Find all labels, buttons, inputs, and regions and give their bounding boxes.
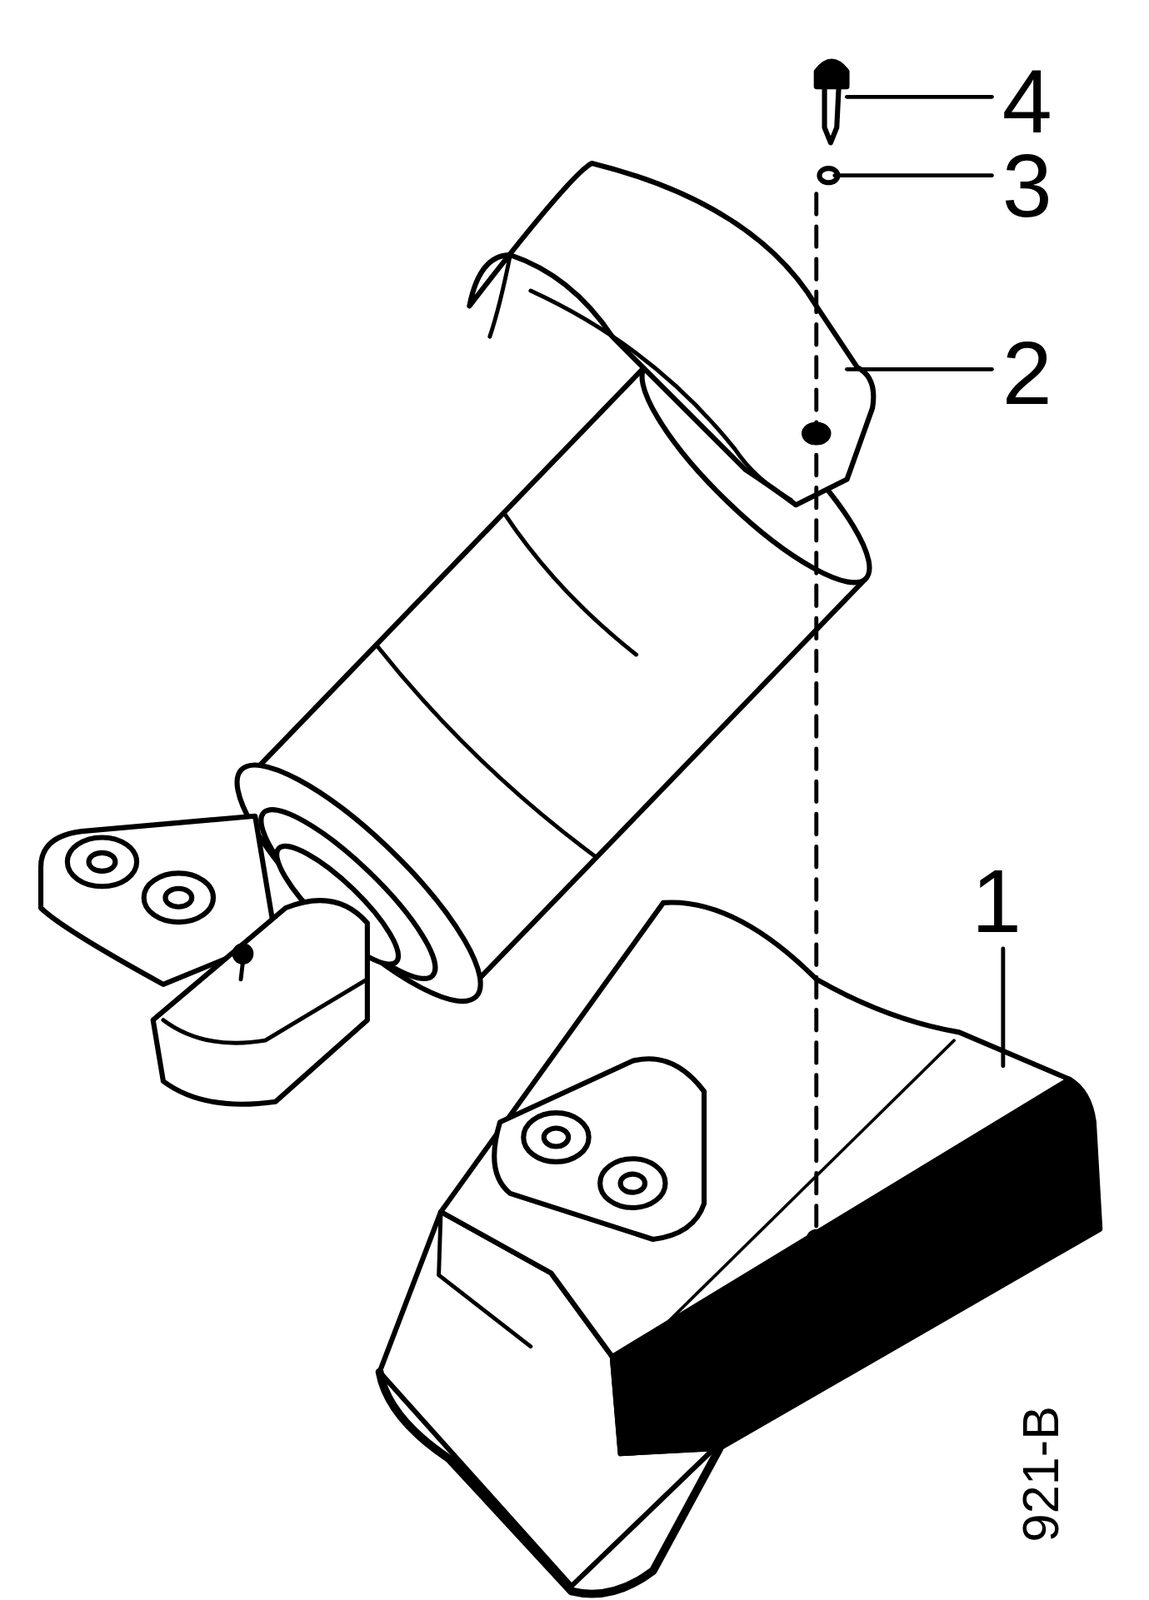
assembly-line — [814, 194, 819, 1235]
right-flange — [494, 1059, 705, 1240]
terminal-tower — [153, 900, 368, 1105]
callout-number: 1 — [971, 857, 1022, 948]
callout-number: 3 — [1002, 140, 1053, 231]
left-flange — [40, 816, 276, 985]
screw-and-washer — [816, 60, 848, 183]
figure-code: 921-B — [1015, 1406, 1067, 1543]
mount-hole — [806, 1229, 827, 1250]
clamp-strap — [469, 163, 874, 505]
mounting-base — [379, 902, 1101, 1594]
callout-number: 4 — [1002, 57, 1053, 148]
callout-number: 2 — [1002, 328, 1053, 419]
